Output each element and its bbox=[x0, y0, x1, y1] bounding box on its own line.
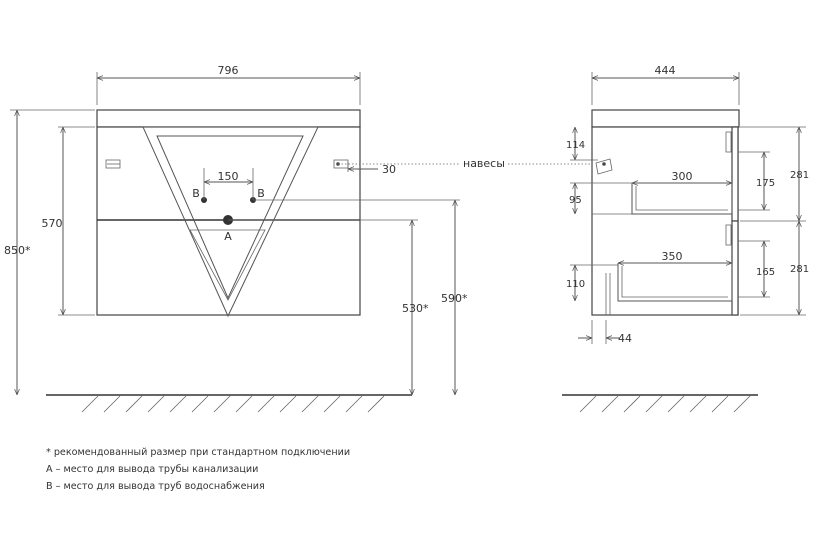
dim-281-bottom-label: 281 bbox=[790, 264, 809, 275]
note-recommended: * рекомендованный размер при стандартном… bbox=[46, 447, 351, 458]
dim-44-label: 44 bbox=[618, 332, 632, 345]
front-view: 796 850* 570 150 B B A 30 530* 590* bbox=[4, 64, 468, 413]
dim-350-label: 350 bbox=[662, 250, 683, 263]
dim-165-label: 165 bbox=[756, 267, 775, 278]
side-handle-bottom bbox=[725, 224, 732, 246]
lower-drawer-box bbox=[617, 263, 733, 302]
upper-drawer-inner bbox=[635, 186, 728, 211]
side-hanger bbox=[595, 158, 613, 175]
dim-300-label: 300 bbox=[672, 170, 693, 183]
legend-notes: * рекомендованный размер при стандартном… bbox=[46, 444, 350, 495]
dim-95-label: 95 bbox=[569, 195, 582, 206]
dim-530-label: 530* bbox=[402, 302, 429, 315]
dim-570-label: 570 bbox=[42, 217, 63, 230]
dim-444-label: 444 bbox=[655, 64, 676, 77]
lower-drawer-inner bbox=[621, 266, 728, 298]
side-countertop bbox=[591, 109, 740, 128]
countertop bbox=[96, 109, 361, 128]
floor-hatch-side bbox=[579, 395, 751, 413]
side-front-panel-top bbox=[731, 126, 739, 222]
dim-114-label: 114 bbox=[566, 140, 585, 151]
dim-30-label: 30 bbox=[382, 163, 396, 176]
note-a: A – место для вывода трубы канализации bbox=[46, 464, 259, 475]
note-b: B – место для вывода труб водоснабжения bbox=[46, 481, 265, 492]
dim-281-top-label: 281 bbox=[790, 170, 809, 181]
side-handle-top bbox=[725, 131, 732, 153]
triangle-inner bbox=[156, 135, 304, 300]
dim-796-label: 796 bbox=[218, 64, 239, 77]
triangle-outer bbox=[142, 126, 319, 318]
dim-150-label: 150 bbox=[218, 170, 239, 183]
hanger-left bbox=[105, 159, 121, 169]
label-b-left: B bbox=[192, 187, 200, 200]
triangle-lower-mask bbox=[189, 229, 266, 301]
side-front-panel-bottom bbox=[731, 220, 739, 316]
label-b-right: B bbox=[257, 187, 265, 200]
upper-drawer-box bbox=[631, 183, 733, 215]
siphon-cutout bbox=[605, 273, 611, 315]
hangers-label: навесы bbox=[463, 157, 505, 170]
side-cabinet-body bbox=[591, 126, 739, 316]
dim-110-label: 110 bbox=[566, 279, 585, 290]
side-view: 444 114 300 95 175 281 350 110 165 bbox=[562, 64, 809, 413]
label-a: A bbox=[224, 230, 232, 243]
dim-590-label: 590* bbox=[441, 292, 468, 305]
dim-850-label: 850* bbox=[4, 244, 31, 257]
floor-hatch-front bbox=[81, 395, 385, 413]
dim-175-label: 175 bbox=[756, 178, 775, 189]
